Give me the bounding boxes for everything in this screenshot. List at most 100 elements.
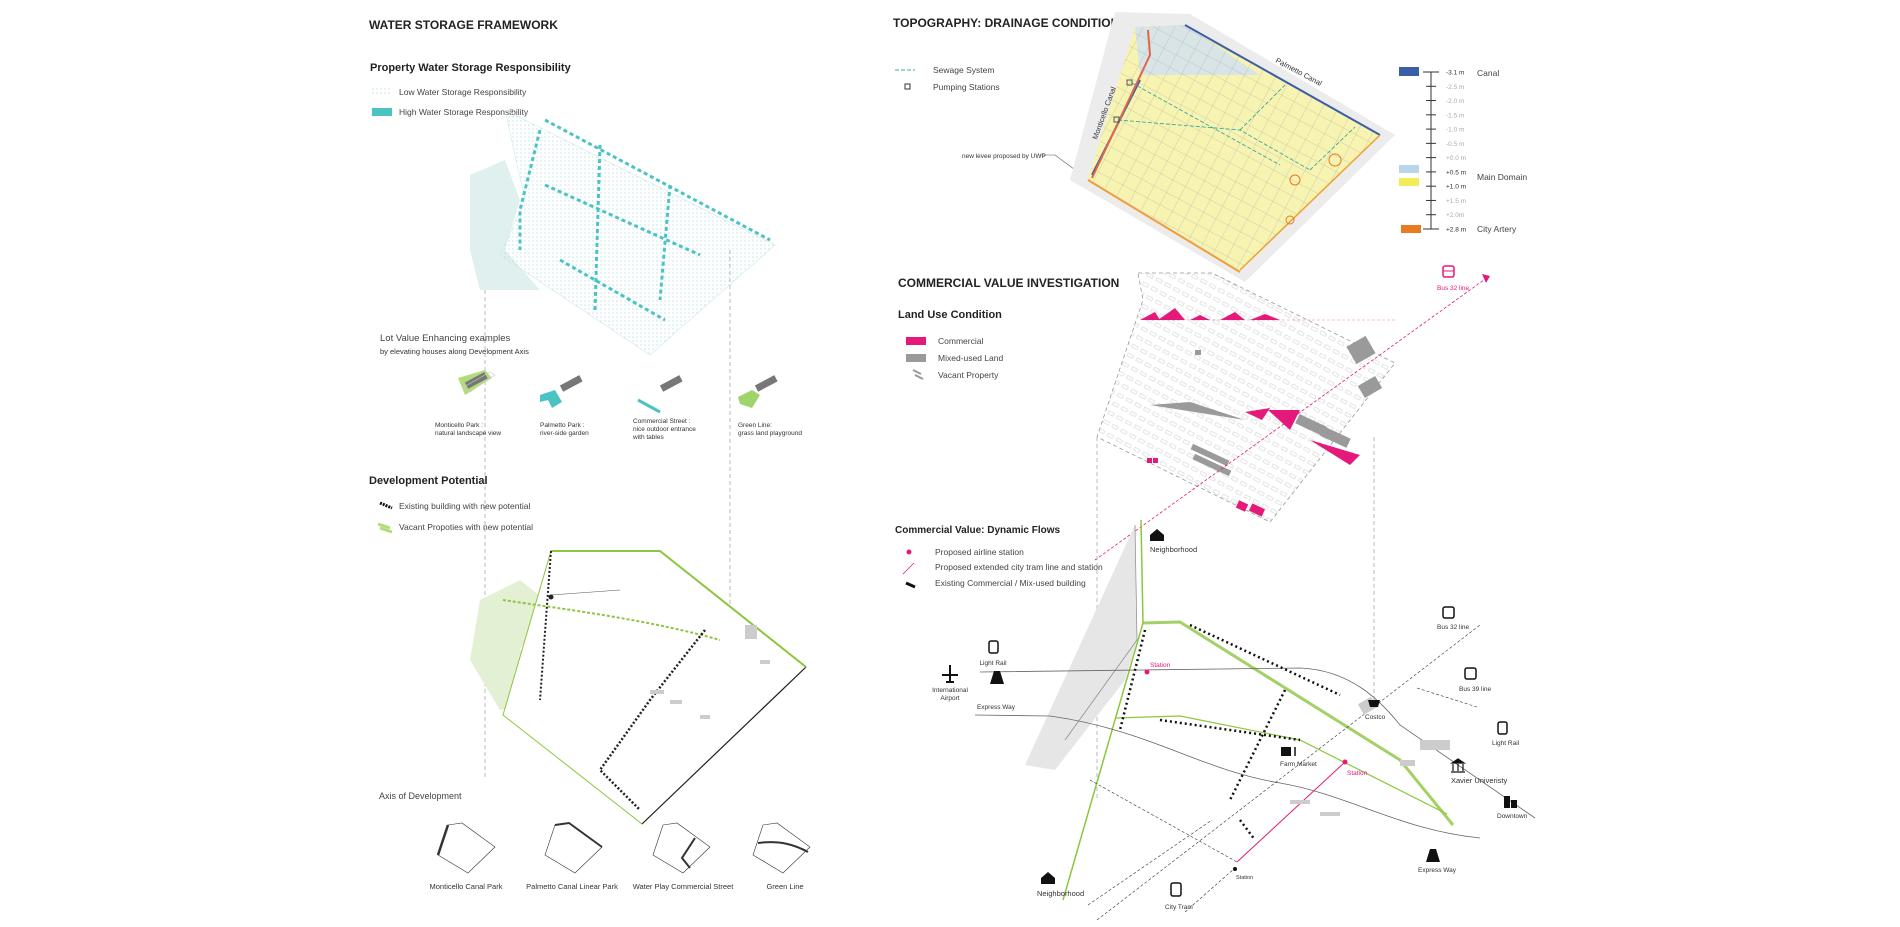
label-express-way-left: Express Way xyxy=(977,704,1016,711)
label-airport-2: Airport xyxy=(940,695,959,702)
scale-label: -2.5 m xyxy=(1446,84,1464,91)
water-storage-title: WATER STORAGE FRAMEWORK xyxy=(369,18,558,32)
scale-label: +1.5 m xyxy=(1446,198,1466,205)
dynamic-flows-map xyxy=(974,519,1536,921)
scale-canal-label: Canal xyxy=(1477,68,1499,78)
light-rail-icon xyxy=(1497,721,1508,735)
example-label: Palmetto Park : xyxy=(540,422,585,429)
lot-example-monticello: Monticello Park : natural landscape view xyxy=(435,370,501,437)
express-way-icon xyxy=(990,671,1004,684)
vacant-property-icon xyxy=(912,369,924,380)
low-storage-swatch xyxy=(372,88,392,96)
elevation-scale: -3.1 m-2.5 m-2.0 m-1.5 m-1.0 m-0.5 m+0.0… xyxy=(1399,67,1527,234)
legend-sewage: Sewage System xyxy=(933,65,994,75)
svg-text:grass land playground: grass land playground xyxy=(738,430,802,437)
downtown-icon xyxy=(1504,796,1517,808)
label-farm-market: Farm Market xyxy=(1280,761,1317,768)
development-potential-map xyxy=(470,550,807,825)
label-bus-39: Bus 39 line xyxy=(1459,686,1492,693)
label-xavier: Xavier Univeristy xyxy=(1451,776,1508,785)
svg-text:nice outdoor entrance: nice outdoor entrance xyxy=(633,426,696,433)
scale-main-domain-label: Main Domain xyxy=(1477,172,1527,182)
example-label: Commercial Street : xyxy=(633,418,691,425)
scale-label: +1.0 m xyxy=(1446,184,1466,191)
label-neighborhood-top: Neighborhood xyxy=(1150,545,1197,554)
legend-high-storage: High Water Storage Responsibility xyxy=(399,107,529,117)
bus-32-line-label-pink: Bus 32 line xyxy=(1437,285,1470,292)
legend-pumping: Pumping Stations xyxy=(933,82,1000,92)
bus-icon xyxy=(1442,606,1455,619)
legend-commercial-building: Existing Commercial / Mix-used building xyxy=(935,578,1086,588)
label-bus-32: Bus 32 line xyxy=(1437,624,1470,631)
legend-airline-station: Proposed airline station xyxy=(935,547,1024,557)
levee-leader xyxy=(1040,154,1083,176)
label-city-tram: City Tram xyxy=(1165,904,1193,911)
example-label: Monticello Park : xyxy=(435,422,483,429)
commercial-building-icon xyxy=(905,581,916,589)
neighborhood-icon xyxy=(1150,529,1164,541)
scale-label: -3.1 m xyxy=(1446,70,1464,77)
water-storage-map xyxy=(470,109,776,356)
tram-line-icon xyxy=(902,562,915,575)
axis-title: Axis of Development xyxy=(379,791,462,801)
label-costco: Costco xyxy=(1365,714,1386,721)
light-rail-icon xyxy=(988,640,999,654)
lot-example-commercial-street: Commercial Street : nice outdoor entranc… xyxy=(632,375,696,441)
svg-text:river-side garden: river-side garden xyxy=(540,430,589,437)
topography-map xyxy=(1070,12,1395,282)
label-downtown: Downtown xyxy=(1497,813,1528,820)
levee-label: new levee proposed by UWP xyxy=(962,153,1046,160)
axis-label: Monticello Canal Park xyxy=(430,882,503,891)
scale-label: -1.5 m xyxy=(1446,112,1464,119)
label-station-2: Station xyxy=(1347,770,1368,777)
topography-title: TOPOGRAPHY: DRAINAGE CONDITION xyxy=(893,16,1119,30)
university-icon xyxy=(1450,758,1466,773)
label-station-1: Station xyxy=(1150,662,1171,669)
land-use-map xyxy=(1094,272,1490,561)
existing-building-icon xyxy=(379,501,393,510)
svg-text:with tables: with tables xyxy=(632,434,664,441)
mixed-use-swatch xyxy=(906,354,926,362)
scale-label: +0.0 m xyxy=(1446,155,1466,162)
legend-existing-building: Existing building with new potential xyxy=(399,501,530,511)
city-artery-swatch xyxy=(1401,225,1421,233)
label-express-way-right: Express Way xyxy=(1418,867,1457,874)
main-domain-swatch-blue xyxy=(1399,165,1419,173)
cart-icon xyxy=(1368,700,1380,707)
scale-city-artery-label: City Artery xyxy=(1477,224,1517,234)
bus-icon-pink xyxy=(1442,265,1455,278)
legend-vacant: Vacant Property xyxy=(938,370,999,380)
airplane-icon xyxy=(942,665,958,683)
scale-label: +2.8 m xyxy=(1446,227,1466,234)
axis-thumb-green-line xyxy=(752,822,811,874)
legend-vacant-property: Vacant Propoties with new potential xyxy=(399,522,533,532)
canal-swatch xyxy=(1399,67,1419,76)
main-domain-swatch-yellow xyxy=(1399,178,1419,186)
axis-label: Green Line xyxy=(766,882,803,891)
label-light-rail-right: Light Rail xyxy=(1492,740,1520,747)
label-station-3: Station xyxy=(1236,875,1253,881)
scale-label: -1.0 m xyxy=(1446,127,1464,134)
development-title: Development Potential xyxy=(369,475,488,487)
tram-icon xyxy=(1170,882,1182,897)
axis-thumb-water-play xyxy=(652,822,711,874)
axis-label: Palmetto Canal Linear Park xyxy=(526,882,618,891)
axis-label: Water Play Commercial Street xyxy=(633,882,734,891)
farm-market-icon xyxy=(1281,747,1296,756)
neighborhood-icon xyxy=(1041,872,1055,884)
lot-subtitle: by elevating houses along Development Ax… xyxy=(380,347,529,356)
example-label: Green Line: xyxy=(738,422,772,429)
legend-mixed-use: Mixed-used Land xyxy=(938,353,1003,363)
express-way-icon xyxy=(1426,849,1440,862)
land-use-title: Land Use Condition xyxy=(898,309,1002,321)
scale-label: +2.0m xyxy=(1446,212,1464,219)
scale-label: -0.5 m xyxy=(1446,141,1464,148)
axis-thumb-palmetto xyxy=(544,821,603,874)
legend-low-storage: Low Water Storage Responsibility xyxy=(399,87,527,97)
pumping-station-icon xyxy=(904,83,911,90)
scale-label: +0.5 m xyxy=(1446,169,1466,176)
label-neighborhood-bottom: Neighborhood xyxy=(1037,889,1084,898)
vacant-property-icon xyxy=(377,522,393,534)
bus-icon xyxy=(1464,667,1477,680)
